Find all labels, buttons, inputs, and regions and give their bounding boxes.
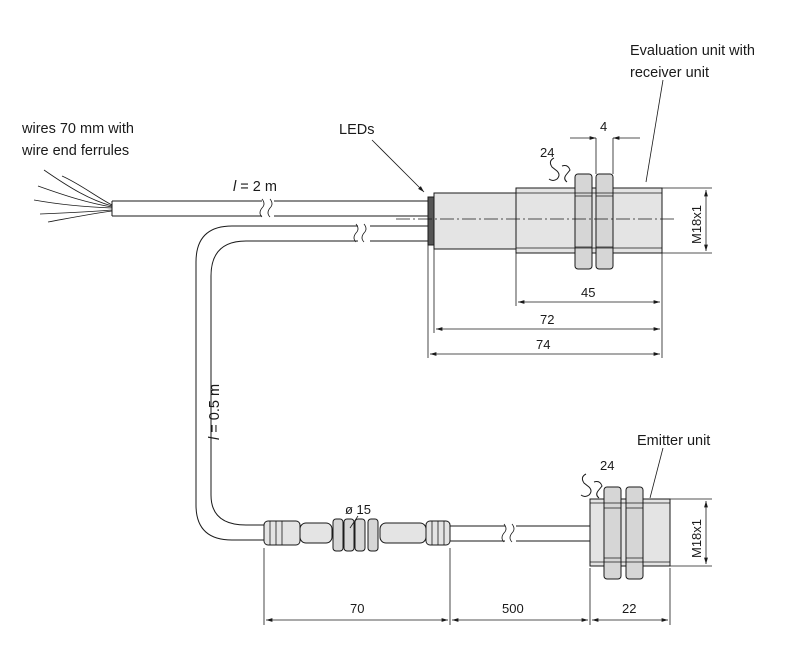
short-cable-symbol: l: [207, 436, 223, 440]
wires-label-line1: wires 70 mm with: [21, 121, 134, 137]
short-cable-length-label: l = 0.5 m: [207, 384, 223, 440]
nut-width-value: 4: [600, 119, 607, 134]
cable-length-label: l = 2 m: [233, 179, 277, 195]
evaluation-unit-label-line2: receiver unit: [630, 65, 709, 81]
leader-lines: [349, 79, 664, 529]
wrench-size-emitter: 24: [600, 458, 614, 473]
dim-receiver-lengths: [427, 245, 663, 358]
dim-bottom-lengths: [263, 548, 671, 625]
dim-receiver-thread: [662, 187, 712, 254]
dim-74: 74: [536, 337, 550, 352]
connector-coupling: [332, 518, 379, 552]
wrench-size-receiver: 24: [540, 145, 554, 160]
short-cable-value: = 0.5 m: [207, 384, 223, 437]
receiver-thread-value: M18x1: [689, 205, 704, 244]
wrench-icon: [548, 157, 571, 183]
connector-right: [379, 520, 451, 546]
cable-length-symbol: l: [233, 179, 237, 195]
dim-emitter-thread: [670, 498, 712, 567]
receiver-unit: [396, 173, 676, 270]
wrench-icon: [580, 473, 603, 499]
loose-wires: [33, 169, 113, 223]
long-cable: [111, 198, 428, 218]
connector-left: [263, 520, 333, 546]
emitter-unit-label: Emitter unit: [637, 433, 710, 449]
emitter-thread-value: M18x1: [689, 519, 704, 558]
dim-45: 45: [581, 285, 595, 300]
dim-72: 72: [540, 312, 554, 327]
leds-label: LEDs: [339, 122, 374, 138]
emitter-unit: [589, 486, 671, 580]
short-cable: [195, 223, 428, 541]
emitter-cable: [450, 523, 590, 543]
wires-label-line2: wire end ferrules: [21, 143, 129, 159]
dim-70: 70: [350, 601, 364, 616]
cable-length-value: = 2 m: [236, 179, 277, 195]
connector-diameter-label: ø 15: [345, 502, 371, 517]
dim-22: 22: [622, 601, 636, 616]
evaluation-unit-label-line1: Evaluation unit with: [630, 43, 755, 59]
dim-nut-width: [570, 136, 640, 174]
dim-500: 500: [502, 601, 524, 616]
